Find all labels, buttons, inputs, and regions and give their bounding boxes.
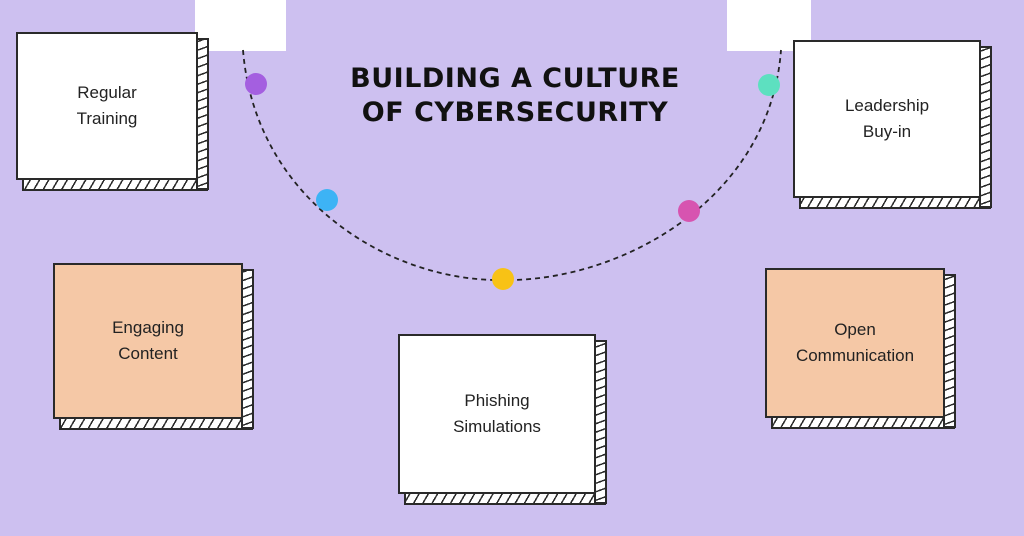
title-line-1: BUILDING A CULTURE — [350, 63, 680, 94]
card-side-edge — [241, 269, 254, 429]
title-line-2: OF CYBERSECURITY — [361, 97, 669, 128]
card-bottom-edge — [799, 196, 991, 209]
yellow-dot — [492, 268, 514, 290]
card-side-edge — [594, 340, 607, 504]
card-bottom-edge — [771, 416, 955, 429]
card-face: Phishing Simulations — [398, 334, 596, 494]
diagram-title: BUILDING A CULTURE OF CYBERSECURITY — [300, 62, 730, 130]
card-face: Engaging Content — [53, 263, 243, 419]
card-label: Open Communication — [795, 320, 915, 365]
card-face: Open Communication — [765, 268, 945, 418]
card-label: Leadership Buy-in — [844, 96, 930, 141]
card-bottom-edge — [404, 492, 606, 505]
card-side-edge — [943, 274, 956, 428]
card-face: Leadership Buy-in — [793, 40, 981, 198]
card-label: Phishing Simulations — [453, 391, 541, 436]
card-side-edge — [196, 38, 209, 190]
card-leadership-buy-in: Leadership Buy-in — [793, 40, 993, 212]
card-label: Engaging Content — [112, 318, 184, 363]
card-regular-training: Regular Training — [16, 32, 210, 194]
pink-dot — [678, 200, 700, 222]
card-face: Regular Training — [16, 32, 198, 180]
card-phishing-simulations: Phishing Simulations — [398, 334, 608, 508]
card-label: Regular Training — [76, 83, 138, 128]
card-bottom-edge — [22, 178, 208, 191]
card-open-communication: Open Communication — [765, 268, 957, 432]
card-side-edge — [979, 46, 992, 208]
purple-dot — [245, 73, 267, 95]
teal-dot — [758, 74, 780, 96]
card-bottom-edge — [59, 417, 253, 430]
left-top-tab — [195, 0, 286, 51]
blue-dot — [316, 189, 338, 211]
card-engaging-content: Engaging Content — [53, 263, 255, 433]
